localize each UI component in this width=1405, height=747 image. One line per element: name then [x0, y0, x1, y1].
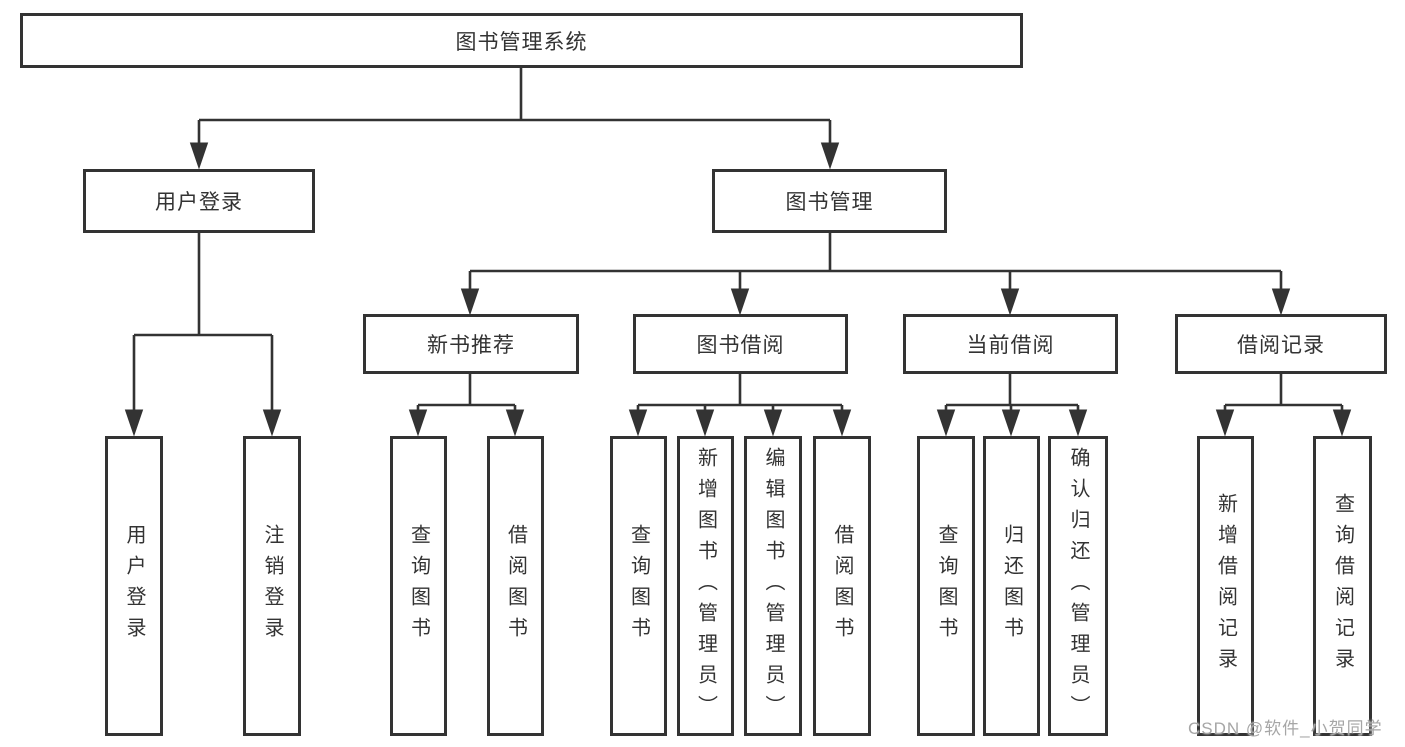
node-label: 查询图书 [407, 524, 430, 648]
node-label: 图书管理系统 [455, 30, 588, 54]
node-current-borrowing: 当前借阅 [903, 314, 1118, 374]
node-leaf-query-books-recommend: 查询图书 [390, 436, 447, 736]
node-label: 查询借阅记录 [1331, 493, 1354, 679]
node-label: 图书管理 [785, 191, 874, 214]
node-label: 借阅记录 [1237, 334, 1325, 357]
node-label: 借阅图书 [504, 524, 527, 648]
node-label: 新增图书（管理员） [694, 446, 717, 726]
node-leaf-query-borrow-record: 查询借阅记录 [1313, 436, 1372, 736]
node-label: 借阅图书 [831, 524, 853, 648]
node-label: 图书借阅 [696, 334, 785, 357]
node-label: 当前借阅 [966, 334, 1055, 357]
node-label: 新增借阅记录 [1214, 493, 1237, 679]
node-leaf-query-books-borrowing: 查询图书 [610, 436, 667, 736]
node-leaf-logout: 注销登录 [243, 436, 301, 736]
node-user-login: 用户登录 [83, 169, 315, 233]
node-borrowing-records: 借阅记录 [1175, 314, 1387, 374]
csdn-watermark: CSDN @软件_小贺同学 [1188, 719, 1383, 738]
node-leaf-borrow-books-recommend: 借阅图书 [487, 436, 544, 736]
node-label: 用户登录 [123, 524, 145, 648]
node-label: 确认归还（管理员） [1067, 446, 1089, 726]
node-label: 注销登录 [261, 524, 283, 648]
node-leaf-add-books-admin: 新增图书（管理员） [677, 436, 734, 736]
node-leaf-confirm-return-admin: 确认归还（管理员） [1048, 436, 1108, 736]
node-leaf-user-login: 用户登录 [105, 436, 163, 736]
node-label: 查询图书 [935, 524, 957, 648]
node-book-management: 图书管理 [712, 169, 947, 233]
node-leaf-borrow-books: 借阅图书 [813, 436, 871, 736]
node-leaf-edit-books-admin: 编辑图书（管理员） [744, 436, 802, 736]
node-label: 新书推荐 [427, 334, 515, 357]
node-label: 编辑图书（管理员） [762, 446, 784, 726]
node-new-book-recommendation: 新书推荐 [363, 314, 579, 374]
node-library-management-system: 图书管理系统 [20, 13, 1023, 68]
node-leaf-query-books-current: 查询图书 [917, 436, 975, 736]
node-label: 归还图书 [1000, 524, 1023, 648]
node-book-borrowing: 图书借阅 [633, 314, 848, 374]
node-label: 查询图书 [627, 524, 650, 648]
node-leaf-return-books: 归还图书 [983, 436, 1040, 736]
node-leaf-add-borrow-record: 新增借阅记录 [1197, 436, 1254, 736]
node-label: 用户登录 [155, 191, 243, 214]
